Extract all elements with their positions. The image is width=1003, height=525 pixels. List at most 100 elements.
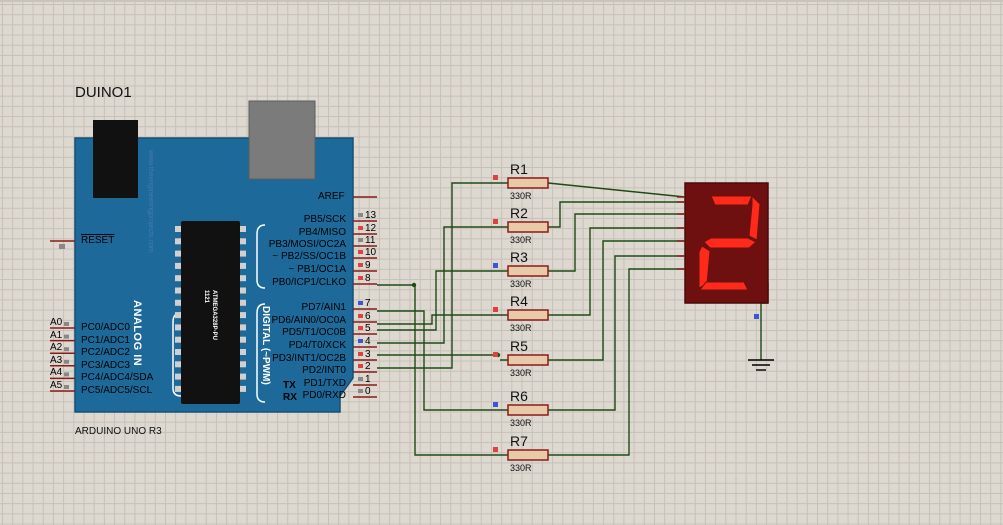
chip-pin-left xyxy=(175,312,181,319)
chip-model: ATMEGA328P-PU xyxy=(211,290,217,340)
wire-pin4-r2 xyxy=(377,226,500,344)
digital-pin-label: PD4/T0/XCK xyxy=(288,340,346,351)
analog-pin-marker xyxy=(64,322,69,326)
analog-pin-name: A4 xyxy=(50,367,63,379)
digital-pin-label: PB0/ICP1/CLKO xyxy=(272,277,346,288)
reset-label: RESET xyxy=(81,235,115,246)
chip-pin-right xyxy=(240,312,246,319)
analog-pin-label: PC3/ADC3 xyxy=(81,359,130,371)
digital-pin-label: PD7/AIN1 xyxy=(301,302,346,313)
analog-pin-marker xyxy=(64,372,69,377)
chip-pin-right xyxy=(240,226,246,232)
chip-pin-right xyxy=(240,299,246,306)
resistor-body xyxy=(507,265,549,277)
digital-pin-number: 13 xyxy=(365,210,377,221)
analog-pin-marker xyxy=(64,347,69,352)
digital-pin-label: PD2/INT0 xyxy=(302,365,346,376)
chip-pin-left xyxy=(175,361,181,368)
resistor-name: R3 xyxy=(510,249,528,265)
chip-pin-right xyxy=(240,287,246,294)
chip-pins xyxy=(175,226,246,392)
chip-pin-left xyxy=(175,275,181,282)
digital-pin-label: PB3/MOSI/OC2A xyxy=(268,239,346,250)
ground-probe xyxy=(754,314,759,319)
digital-pin-marker xyxy=(358,364,363,368)
resistor-value: 330R xyxy=(510,279,532,289)
chip-code: 1121 xyxy=(203,290,209,304)
ground-symbol xyxy=(748,359,774,371)
chip-pin-right xyxy=(240,262,246,269)
resistor-probe xyxy=(493,219,498,224)
digital-pin-marker xyxy=(358,377,363,381)
aref-label: AREF xyxy=(318,191,345,202)
resistor-name: R4 xyxy=(510,293,528,309)
resistor-probe xyxy=(493,402,498,407)
usb-connector xyxy=(248,100,316,180)
wire-pin7-r6 xyxy=(377,310,500,411)
digital-pin-marker xyxy=(358,263,363,267)
resistor-name: R6 xyxy=(510,388,528,404)
wire-pin8-r7 xyxy=(377,284,500,456)
digital-pin-label: PD5/T1/OC0B xyxy=(282,327,346,338)
analog-pin-marker xyxy=(64,359,69,364)
analog-pin-name: A3 xyxy=(50,354,63,366)
digital-pin-number: 5 xyxy=(365,323,371,334)
tx-label: TX xyxy=(283,380,296,391)
digit-2-segments xyxy=(698,194,761,291)
digital-pin-marker xyxy=(358,326,363,330)
wire-r7-out xyxy=(548,268,685,456)
digital-bracket-top xyxy=(256,224,266,289)
digital-pin-label: PB5/SCK xyxy=(303,214,346,225)
digital-pin-number: 12 xyxy=(365,223,377,234)
analog-pin-marker xyxy=(64,385,69,389)
resistor-value: 330R xyxy=(510,323,532,333)
digital-pin-number: 11 xyxy=(365,235,376,246)
digital-pin-number: 0 xyxy=(365,386,371,397)
resistor-value: 330R xyxy=(510,368,532,378)
resistor-probe xyxy=(493,352,498,357)
chip-pin-right xyxy=(240,373,246,380)
component-ref-label: DUINO1 xyxy=(75,84,132,101)
resistor-body xyxy=(507,449,549,461)
digital-header-label: DIGITAL (~PWM) xyxy=(260,306,271,385)
chip-pin-left xyxy=(175,287,181,294)
board-name-label: ARDUINO UNO R3 xyxy=(75,426,162,437)
digital-pin-marker xyxy=(358,238,363,242)
resistor-body xyxy=(507,354,549,366)
chip-pin-left xyxy=(175,349,181,355)
digital-pin-marker xyxy=(358,226,363,230)
resistor-value: 330R xyxy=(510,418,532,428)
digital-pin-marker xyxy=(358,213,363,217)
chip-pin-right xyxy=(240,336,246,343)
digital-pin-label: ~ PB2/SS/OC1B xyxy=(272,251,346,262)
resistor-value: 330R xyxy=(510,463,532,473)
chip-pin-left xyxy=(175,385,181,392)
digital-pin-number: 2 xyxy=(365,361,371,372)
wire-pin6-r4 xyxy=(377,314,500,325)
chip-pin-left xyxy=(175,226,181,232)
digital-pin-number: 1 xyxy=(365,374,371,385)
chip-pin-left xyxy=(175,324,181,331)
resistor-body xyxy=(507,177,549,189)
resistor-name: R1 xyxy=(510,161,528,177)
chip-pin-right xyxy=(240,275,246,282)
resistor-value: 330R xyxy=(510,191,532,201)
analog-pin-marker xyxy=(64,334,69,339)
analog-pin-label: PC1/ADC1 xyxy=(81,334,130,346)
wire-pin2-r1 xyxy=(377,182,500,369)
digital-pin-marker xyxy=(358,389,363,393)
atmega-chip xyxy=(181,221,240,404)
resistor-probe xyxy=(493,307,498,312)
resistor-bodies xyxy=(493,175,549,461)
analog-pin-label: PC4/ADC4/SDA xyxy=(81,372,154,384)
wire-r5-out xyxy=(548,240,685,361)
segment-a xyxy=(710,195,753,206)
analog-header-label: ANALOG IN xyxy=(131,300,143,367)
digital-pin-number: 3 xyxy=(365,349,371,360)
chip-pin-left xyxy=(175,373,181,380)
resistor-name: R7 xyxy=(510,433,528,449)
power-jack xyxy=(93,120,138,198)
segment-d xyxy=(699,281,749,291)
wire-r6-out xyxy=(548,255,685,411)
